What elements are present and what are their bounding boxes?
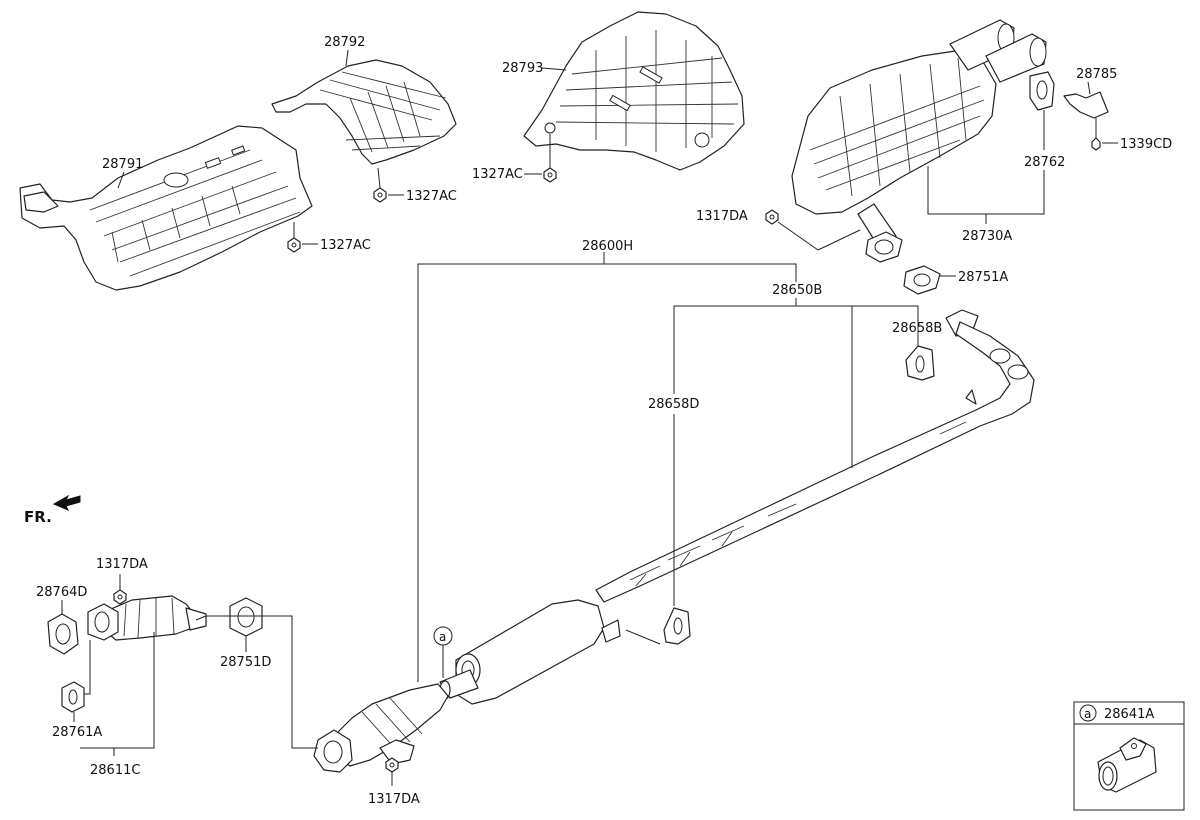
label-28658D: 28658D	[648, 397, 699, 412]
leader-28792	[345, 49, 349, 67]
bracket-28785[interactable]	[1063, 81, 1109, 119]
gasket-28751A[interactable]	[903, 265, 941, 295]
nut-1327AC-b[interactable]	[287, 222, 301, 253]
callout-a-letter: a	[439, 630, 446, 644]
nut-1317DA-bottom[interactable]	[385, 757, 399, 773]
label-28793: 28793	[502, 61, 543, 76]
inset-clamp-28641A[interactable]: a 28641A	[1073, 701, 1185, 811]
nut-1317DA-left[interactable]	[113, 589, 127, 605]
front-label: FR.	[24, 508, 52, 526]
leader-28793	[541, 67, 567, 71]
heat-shield-28793[interactable]	[523, 11, 745, 171]
leader-28791	[117, 171, 125, 189]
leader-28600H	[417, 252, 797, 682]
nut-1317DA-upper[interactable]	[765, 209, 779, 225]
hanger-28658B[interactable]	[905, 345, 935, 381]
label-28751D: 28751D	[220, 655, 271, 670]
rear-muffler-28730A[interactable]	[791, 19, 1047, 247]
front-pipe-28611C[interactable]	[87, 595, 207, 641]
label-1317DA-left: 1317DA	[96, 557, 148, 572]
bolt-1339CD[interactable]	[1091, 118, 1101, 151]
label-1327AC-b: 1327AC	[320, 238, 371, 253]
label-28730A: 28730A	[962, 229, 1012, 244]
nut-1327AC-a[interactable]	[373, 167, 387, 203]
leader-28761A	[73, 640, 91, 722]
front-arrow-icon	[52, 494, 81, 511]
label-1327AC-a: 1327AC	[406, 189, 457, 204]
label-28764D: 28764D	[36, 585, 87, 600]
label-28762: 28762	[1024, 155, 1065, 170]
nut-1327AC-c[interactable]	[543, 134, 557, 183]
center-pipe-28650B[interactable]	[439, 309, 1035, 705]
label-1317DA-bottom: 1317DA	[368, 792, 420, 807]
label-28600H: 28600H	[582, 239, 633, 254]
callout-a-marker[interactable]: a	[433, 626, 453, 678]
label-1339CD: 1339CD	[1120, 137, 1172, 152]
heat-shield-28792[interactable]	[271, 59, 457, 165]
label-28751A: 28751A	[958, 270, 1008, 285]
leader-1317DA-upper	[777, 221, 819, 251]
label-28611C: 28611C	[90, 763, 140, 778]
inset-part-label: 28641A	[1104, 707, 1154, 722]
label-28785: 28785	[1076, 67, 1117, 82]
gasket-28751D[interactable]	[229, 597, 263, 637]
catalytic-converter[interactable]	[313, 683, 449, 773]
hanger-28658D[interactable]	[663, 607, 691, 645]
gasket-28764D[interactable]	[47, 613, 79, 655]
hanger-28761A[interactable]	[61, 681, 85, 713]
label-28792: 28792	[324, 35, 365, 50]
label-28791: 28791	[102, 157, 143, 172]
label-28650B: 28650B	[772, 283, 822, 298]
leader-28611C	[80, 632, 155, 756]
label-1317DA-upper: 1317DA	[696, 209, 748, 224]
label-28658B: 28658B	[892, 321, 942, 336]
muffler-inlet-flange[interactable]	[865, 231, 903, 263]
leader-28650B	[673, 298, 919, 468]
label-28761A: 28761A	[52, 725, 102, 740]
heat-shield-28791[interactable]	[19, 125, 313, 291]
front-direction-indicator: FR.	[24, 494, 81, 526]
leader-28730A	[927, 166, 1045, 224]
clamp-icon	[1097, 737, 1157, 793]
label-1327AC-c: 1327AC	[472, 167, 523, 182]
hanger-28762[interactable]	[1029, 71, 1055, 111]
inset-marker-letter: a	[1084, 707, 1091, 721]
